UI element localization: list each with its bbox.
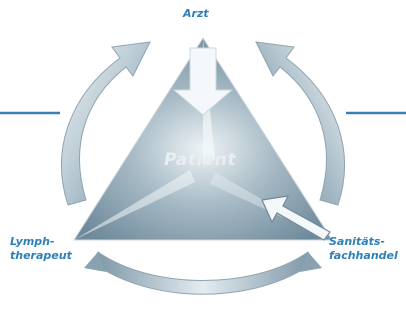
label-arzt: Arzt (183, 7, 209, 21)
label-sanitaetsfachhandel-line1: Sanitäts- (329, 235, 398, 249)
label-sanitaetsfachhandel-line2: fachhandel (329, 249, 398, 263)
label-patient: Patient (145, 150, 255, 170)
label-lymphtherapeut-line2: therapeut (10, 249, 72, 263)
label-lymphtherapeut-line1: Lymph- (10, 235, 72, 249)
label-lymphtherapeut: Lymph- therapeut (10, 235, 72, 263)
label-sanitaetsfachhandel: Sanitäts- fachhandel (329, 235, 398, 263)
arc-bottom (92, 252, 314, 294)
